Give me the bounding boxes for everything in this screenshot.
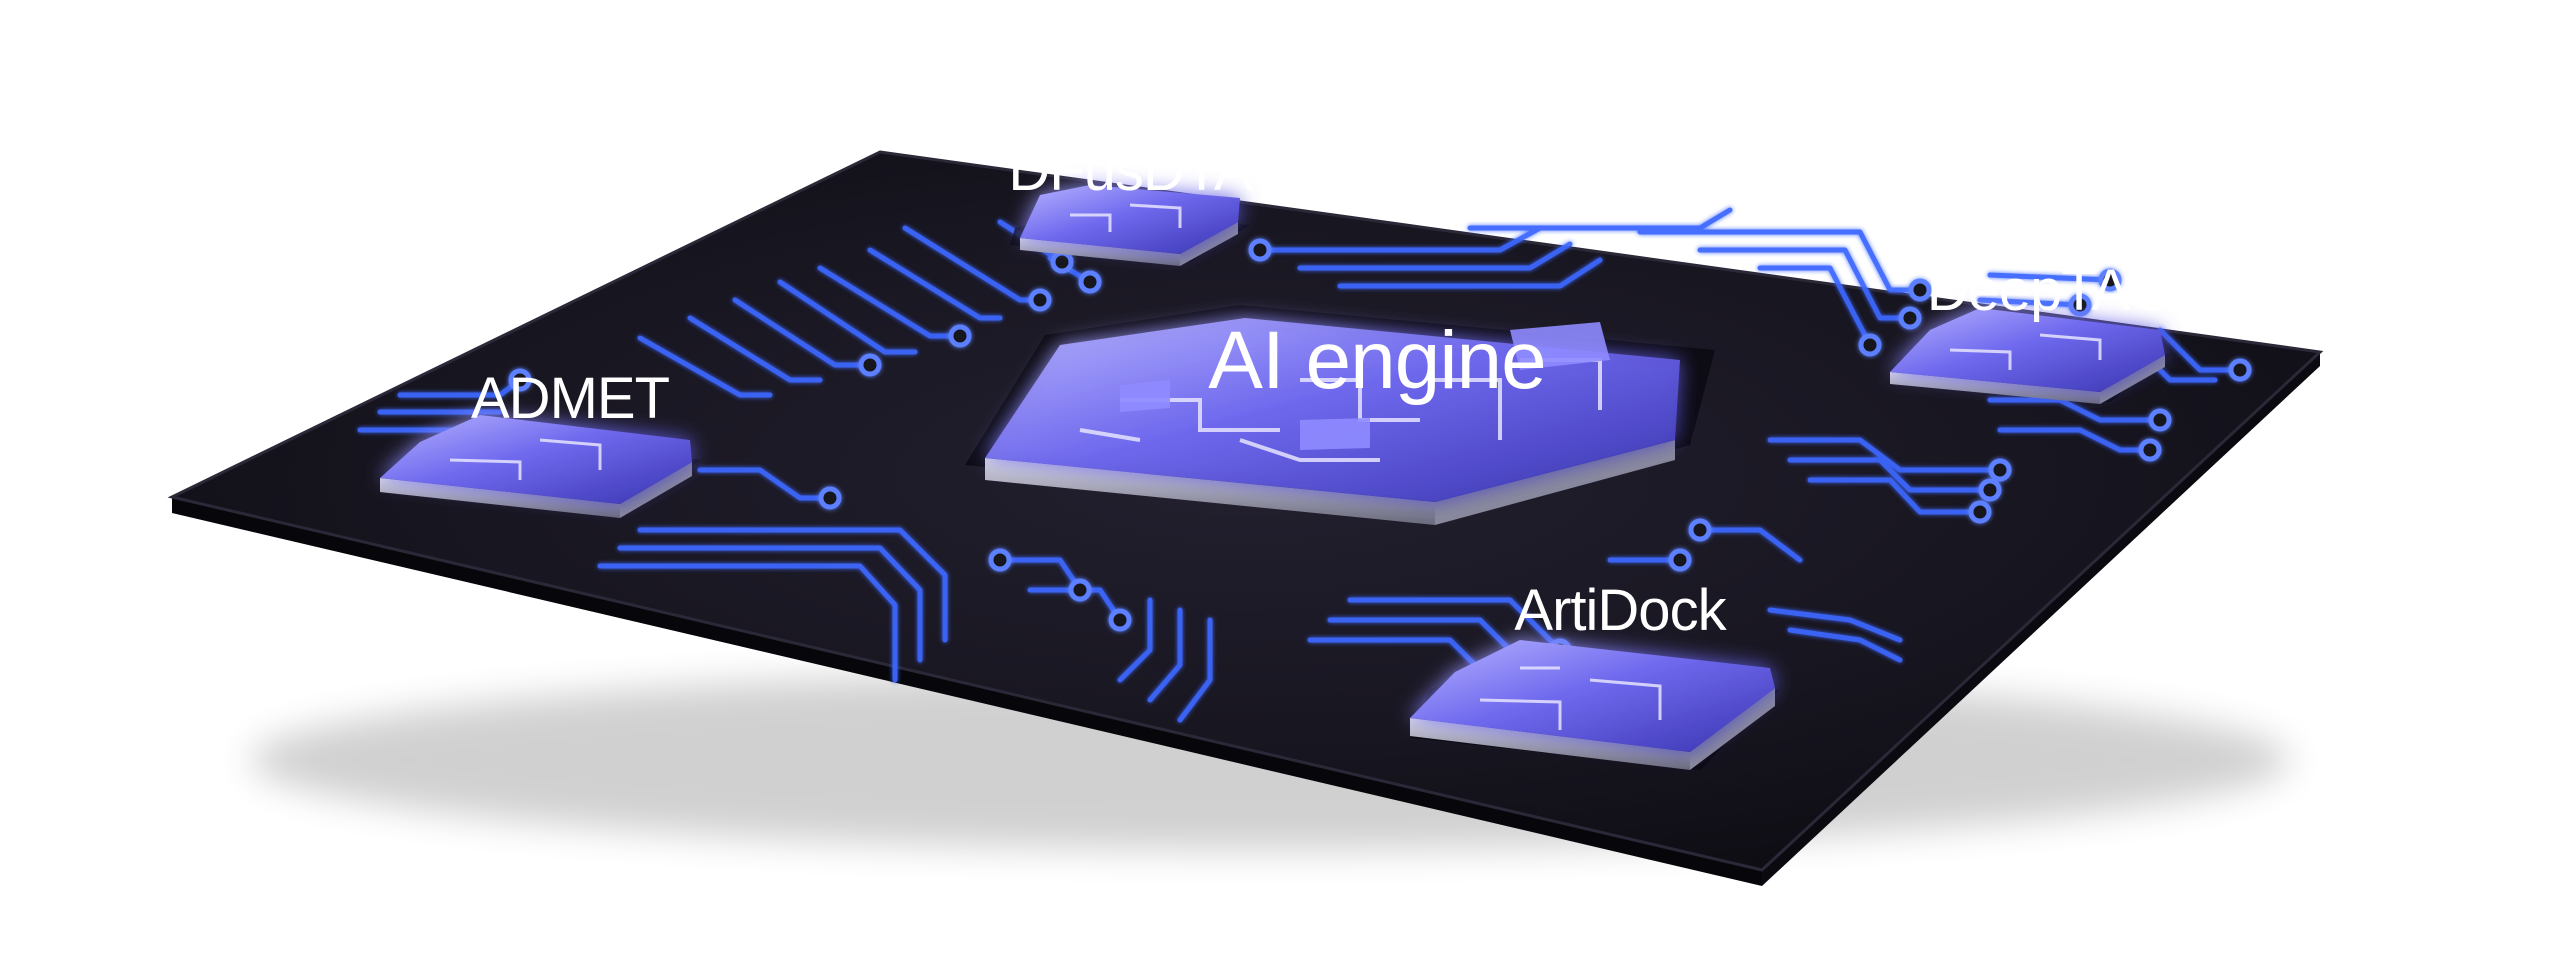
- chip-label-deeptag: DeepTAG: [1927, 258, 2174, 323]
- chip-deeptag: DeepTAG: [1890, 258, 2174, 404]
- chip-ai-engine: AI engine: [965, 305, 1715, 525]
- chip-label-ai-engine: AI engine: [1208, 315, 1546, 406]
- chip-dfuldta: DFusDTA: [1008, 138, 1254, 266]
- chip-admet: ADMET: [380, 366, 700, 518]
- board-edge: [172, 352, 2320, 886]
- chip-label-artidock: ArtiDock: [1514, 578, 1727, 643]
- chip-artidock: ArtiDock: [1410, 578, 1780, 770]
- chip-label-dfuldta: DFusDTA: [1008, 138, 1253, 203]
- chip-label-admet: ADMET: [471, 366, 670, 431]
